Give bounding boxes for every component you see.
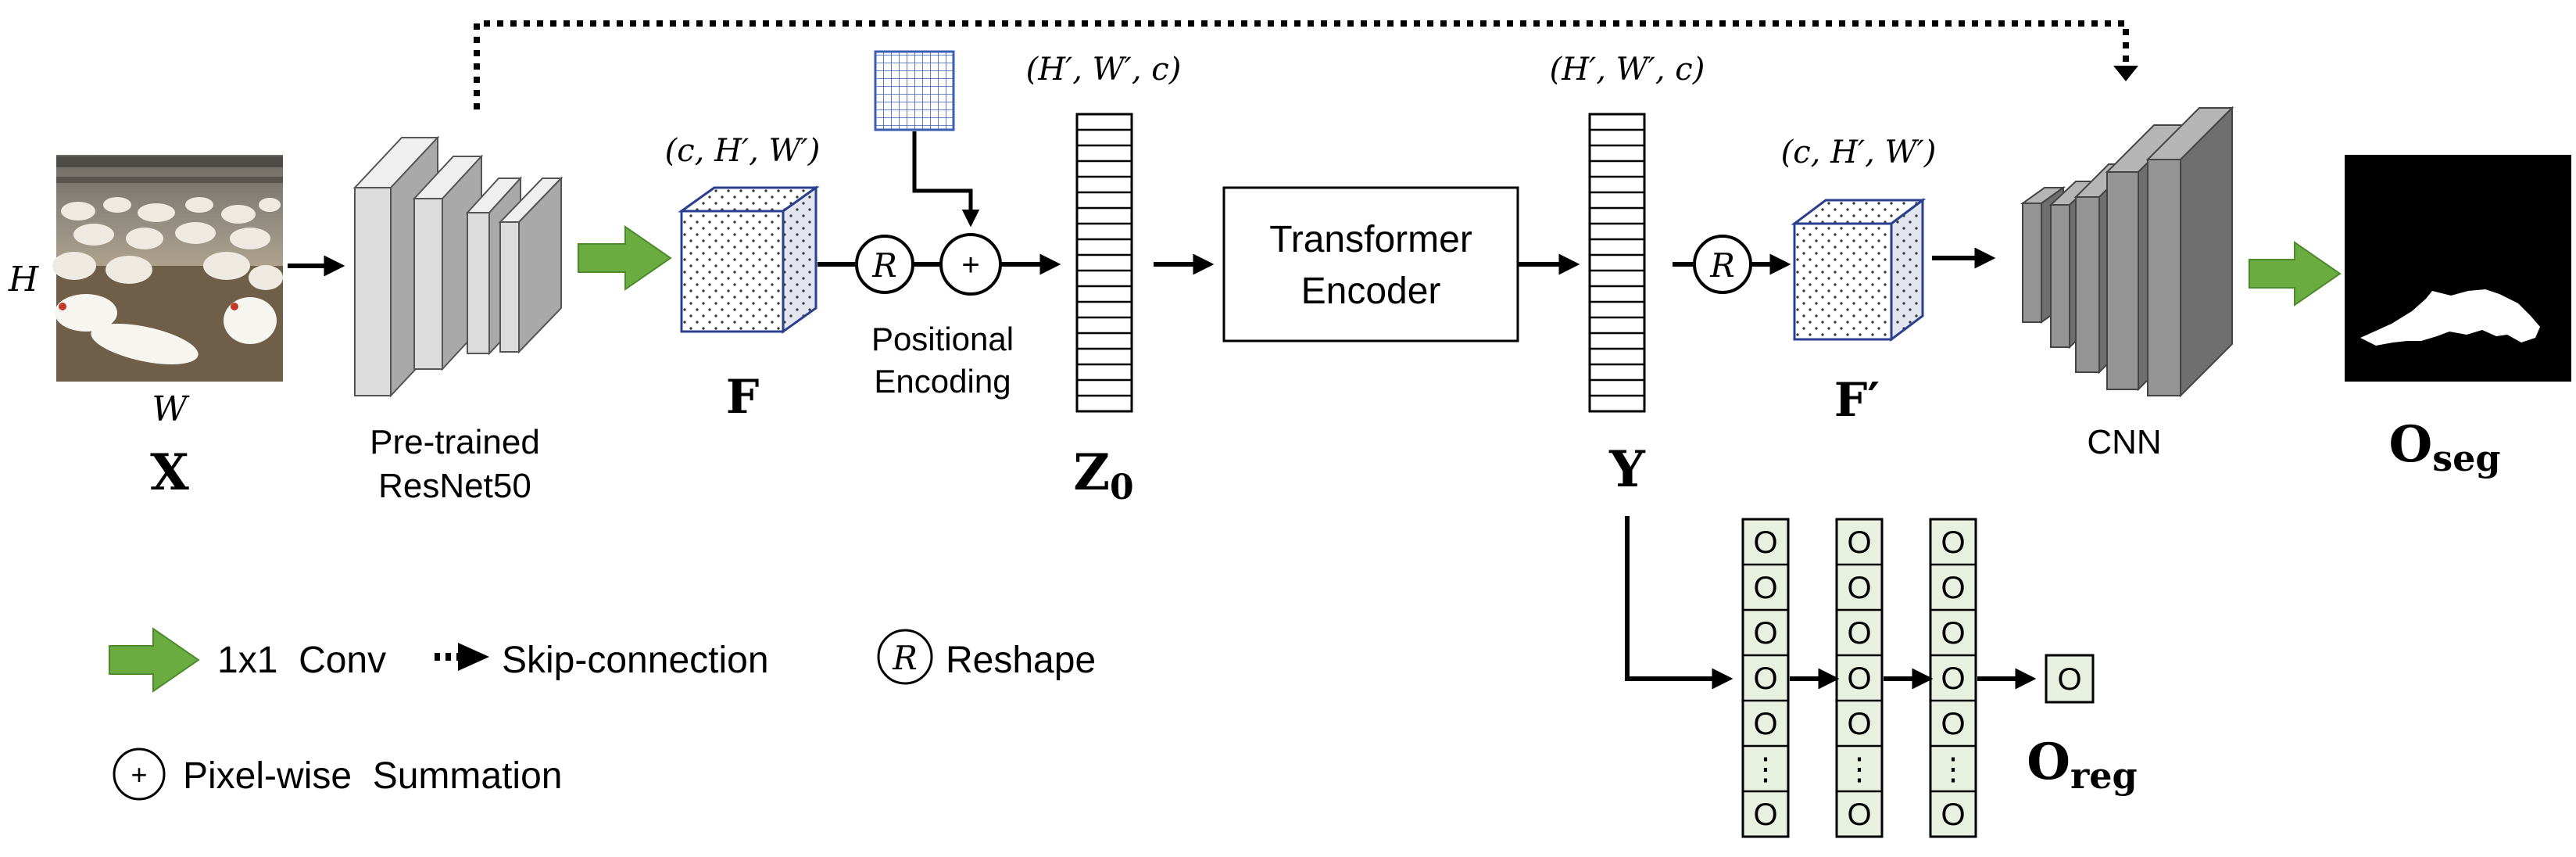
mlp-node: O (1941, 616, 1965, 651)
encoder-label-line2: Encoder (1301, 271, 1441, 312)
mlp-node: O (1753, 707, 1777, 741)
tokens-symbol-sub: 0 (1110, 468, 1134, 507)
z0-column-frame (1075, 113, 1133, 413)
legend-conv-label: 1x1 Conv (217, 640, 386, 681)
input-symbol: X (150, 443, 189, 502)
tokens-symbol-main: Z (1073, 443, 1110, 502)
conv1x1-arrow-1 (578, 225, 672, 291)
y-column-frame (1588, 113, 1646, 413)
encoder-output-symbol: Y (1608, 440, 1646, 499)
reshape-op-1-symbol: R (871, 246, 897, 285)
decoder-label: CNN (2087, 423, 2161, 461)
mlp-node: O (1941, 798, 1965, 832)
seg-output-symbol: Oseg (2388, 415, 2500, 479)
mlp-node: O (1941, 707, 1965, 741)
mlp-node: O (1847, 662, 1871, 696)
legend-skip-label: Skip-connection (502, 640, 769, 681)
feature-cube-fprime (1791, 198, 1927, 342)
token-column-y (1588, 113, 1646, 413)
input-image: H W X (8, 155, 283, 502)
mlp-node: O (1847, 798, 1871, 832)
backbone-label-line1: Pre-trained (370, 423, 540, 461)
mlp-node: O (1941, 571, 1965, 605)
mlp-node: O (1753, 662, 1777, 696)
encoder-output-dims: (H′, W′, c) (1550, 52, 1705, 88)
legend-reshape-label: Reshape (946, 640, 1096, 681)
feature-symbol: F (726, 370, 760, 425)
mlp-node: O (1753, 525, 1777, 560)
mlp-layer-frame (1741, 518, 1790, 838)
regression-output-symbol-sub: reg (2070, 755, 2138, 797)
legend-conv-arrow (109, 627, 200, 693)
backbone-label-line2: ResNet50 (378, 467, 531, 505)
mlp-ellipsis: ⋮ (1750, 752, 1781, 787)
encoder-label-line1: Transformer (1269, 219, 1472, 260)
feature-cube-f (678, 185, 820, 334)
positional-encoding-grid (874, 50, 955, 131)
skip-connection (474, 20, 2138, 109)
reshape-op-2-symbol: R (1709, 246, 1735, 285)
positional-label-line2: Encoding (874, 363, 1011, 400)
legend-sum-label: Pixel-wise Summation (183, 755, 562, 797)
segmentation-mask (2345, 155, 2571, 382)
mlp-node: O (1847, 616, 1871, 651)
reshaped-feature-dims: (c, H′, W′) (1781, 134, 1937, 170)
regression-output-node-symbol: O (2057, 662, 2081, 697)
backbone-resnet50 (352, 135, 564, 398)
input-height-label: H (8, 260, 40, 299)
input-width-label: W (152, 389, 190, 429)
mlp-node: O (1847, 571, 1871, 605)
token-column-z0 (1075, 113, 1133, 413)
mlp-node: O (1941, 662, 1965, 696)
mlp-node: O (1847, 525, 1871, 560)
mlp-node: O (1753, 571, 1777, 605)
sum-op-symbol: + (961, 248, 979, 282)
conv1x1-arrow-2 (2249, 241, 2342, 307)
positional-label-line1: Positional (871, 321, 1014, 357)
legend-reshape-symbol: R (892, 639, 918, 677)
mlp-node: O (1753, 798, 1777, 832)
regression-output-symbol-main: O (2027, 733, 2070, 791)
tokens-dims: (H′, W′, c) (1026, 52, 1182, 88)
legend-sum-circle (113, 748, 166, 801)
mlp-layer-frame (1835, 518, 1884, 838)
mlp-layer-frame (1929, 518, 1977, 838)
mlp-node: O (1941, 525, 1965, 560)
seg-output-symbol-sub: seg (2432, 437, 2500, 479)
transformer-encoder-box (1222, 186, 1519, 342)
mlp-node: O (1847, 707, 1871, 741)
regression-output-symbol: Oreg (2027, 733, 2137, 797)
legend-skip-arrow (458, 643, 489, 671)
arrow-positional-to-sum (912, 131, 980, 228)
tokens-symbol: Z0 (1073, 443, 1133, 507)
seg-output-symbol-main: O (2388, 415, 2432, 474)
legend-sum-symbol: + (131, 758, 147, 791)
regression-output-node (2045, 654, 2095, 704)
cnn-decoder (2020, 106, 2234, 398)
mlp-ellipsis: ⋮ (1937, 752, 1969, 787)
legend-reshape-circle (877, 629, 933, 685)
mlp-node: O (1753, 616, 1777, 651)
arrow-y-to-regression (1625, 516, 1733, 690)
reshaped-feature-symbol: F′ (1834, 373, 1880, 428)
feature-dims: (c, H′, W′) (665, 133, 821, 169)
mlp-ellipsis: ⋮ (1844, 752, 1875, 787)
legend: 1x1 Conv Skip-connection R Reshape + Pix… (109, 627, 1096, 801)
